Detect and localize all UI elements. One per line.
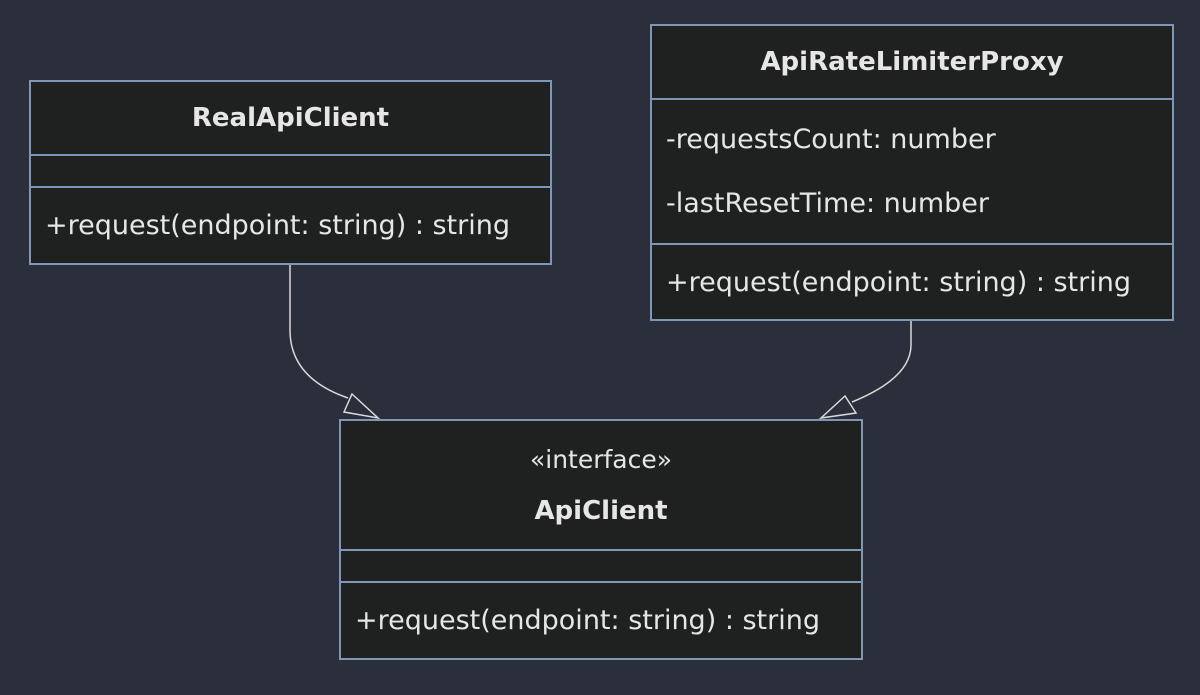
stereotype-label: «interface» xyxy=(529,444,673,474)
attribute-last-reset-time: -lastResetTime: number xyxy=(666,187,989,219)
class-name: ApiClient xyxy=(534,495,668,526)
realization-edge-rate-limiter-proxy xyxy=(851,320,912,403)
class-real-api-client[interactable]: RealApiClient +request(endpoint: string)… xyxy=(29,80,552,265)
method-request: +request(endpoint: string) : string xyxy=(45,210,510,241)
class-api-rate-limiter-proxy[interactable]: ApiRateLimiterProxy -requestsCount: numb… xyxy=(650,24,1174,321)
class-api-client-interface[interactable]: «interface» ApiClient +request(endpoint:… xyxy=(339,419,863,660)
class-header: RealApiClient xyxy=(31,82,550,156)
class-header: ApiRateLimiterProxy xyxy=(652,26,1172,100)
realization-edge-real-api-client xyxy=(289,263,349,399)
methods-compartment: +request(endpoint: string) : string xyxy=(31,188,550,263)
methods-compartment: +request(endpoint: string) : string xyxy=(652,245,1172,319)
methods-compartment: +request(endpoint: string) : string xyxy=(341,583,861,658)
method-request: +request(endpoint: string) : string xyxy=(666,266,1131,298)
attributes-compartment: -requestsCount: number -lastResetTime: n… xyxy=(652,100,1172,245)
realization-arrowhead-real-api-client xyxy=(342,392,381,420)
attributes-compartment xyxy=(31,156,550,188)
realization-arrowhead-rate-limiter-proxy xyxy=(818,394,858,420)
attributes-compartment xyxy=(341,551,861,583)
class-name: RealApiClient xyxy=(191,103,390,133)
class-header: «interface» ApiClient xyxy=(341,421,861,551)
class-name: ApiRateLimiterProxy xyxy=(760,47,1064,77)
attribute-requests-count: -requestsCount: number xyxy=(666,124,996,156)
method-request: +request(endpoint: string) : string xyxy=(355,605,820,636)
